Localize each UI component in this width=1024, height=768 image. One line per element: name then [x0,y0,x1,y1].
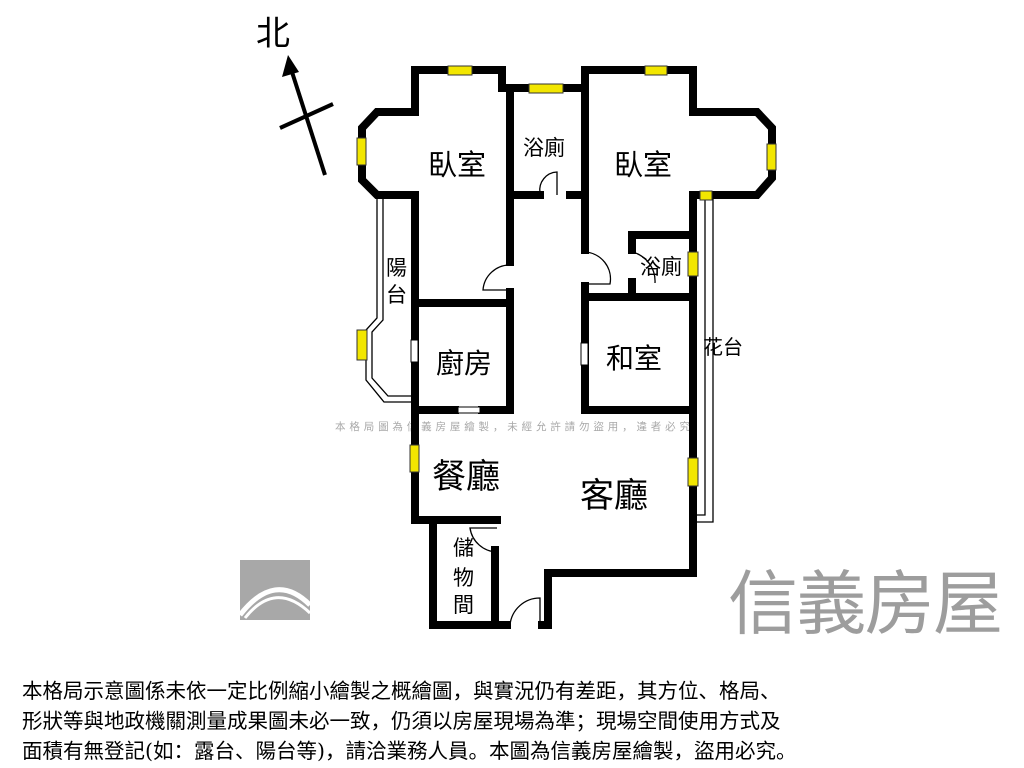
room-japanese: 和室 [606,342,662,375]
windows [356,65,777,487]
window-icon [356,137,367,166]
opening-japanese-room [580,342,589,366]
window-icon [356,329,368,361]
room-dining: 餐廳 [432,457,500,497]
brand-logo-icon [238,560,312,620]
opening-kitchen [410,339,419,363]
disclaimer-line: 本格局示意圖係未依一定比例縮小繪製之概繪圖，與實況仍有差距，其方位、格局、 [22,679,781,703]
window-icon [687,251,699,277]
room-storage-3: 間 [453,593,474,617]
watermark-brand: 信義房屋 [728,563,1003,645]
room-living: 客廳 [580,476,648,516]
room-kitchen: 廚房 [436,347,492,380]
room-storage-2: 物 [453,566,474,590]
room-balcony-1: 陽 [386,256,407,280]
room-storage-1: 儲 [453,536,474,560]
room-bath-small: 浴廁 [640,255,682,279]
window-icon [447,65,473,76]
window-icon [699,190,713,201]
door-bedroom-right [584,251,612,285]
opening-kitchen-bottom [457,406,481,414]
window-icon [644,65,668,76]
disclaimer-line: 形狀等與地政機關測量成果圖未必一致，仍須以房屋現場為準；現場空間使用方式及 [22,709,781,733]
room-bedroom-right: 臥室 [614,148,672,182]
north-arrow-icon [279,55,334,176]
room-bath-center: 浴廁 [523,136,565,160]
flower-bed-outline [697,197,714,523]
room-balcony-2: 台 [386,283,407,307]
window-icon [766,143,777,171]
room-flower-bed: 花台 [703,335,743,359]
room-bedroom-left: 臥室 [428,148,486,182]
disclaimer: 本格局示意圖係未依一定比例縮小繪製之概繪圖，與實況仍有差距，其方位、格局、 形狀… [22,676,1012,766]
door-bath-small [631,251,656,284]
disclaimer-line: 面積有無登記(如：露台、陽台等)，請洽業務人員。本圖為信義房屋繪製，盜用必究。 [22,739,797,763]
window-icon [687,457,699,487]
door-bath-center [539,171,558,195]
watermark-notice: 本格局圖為信義房屋繪製，未經允許請勿盜用，違者必究 [335,420,691,433]
watermark: 信義房屋 本格局圖為信義房屋繪製，未經允許請勿盜用，違者必究 [238,420,1003,645]
north-label: 北 [256,14,290,54]
window-icon [409,444,420,473]
door-entrance [509,597,541,626]
door-storage [469,527,498,553]
window-icon [528,83,564,94]
door-bedroom-left [482,264,511,291]
doors [410,171,656,626]
